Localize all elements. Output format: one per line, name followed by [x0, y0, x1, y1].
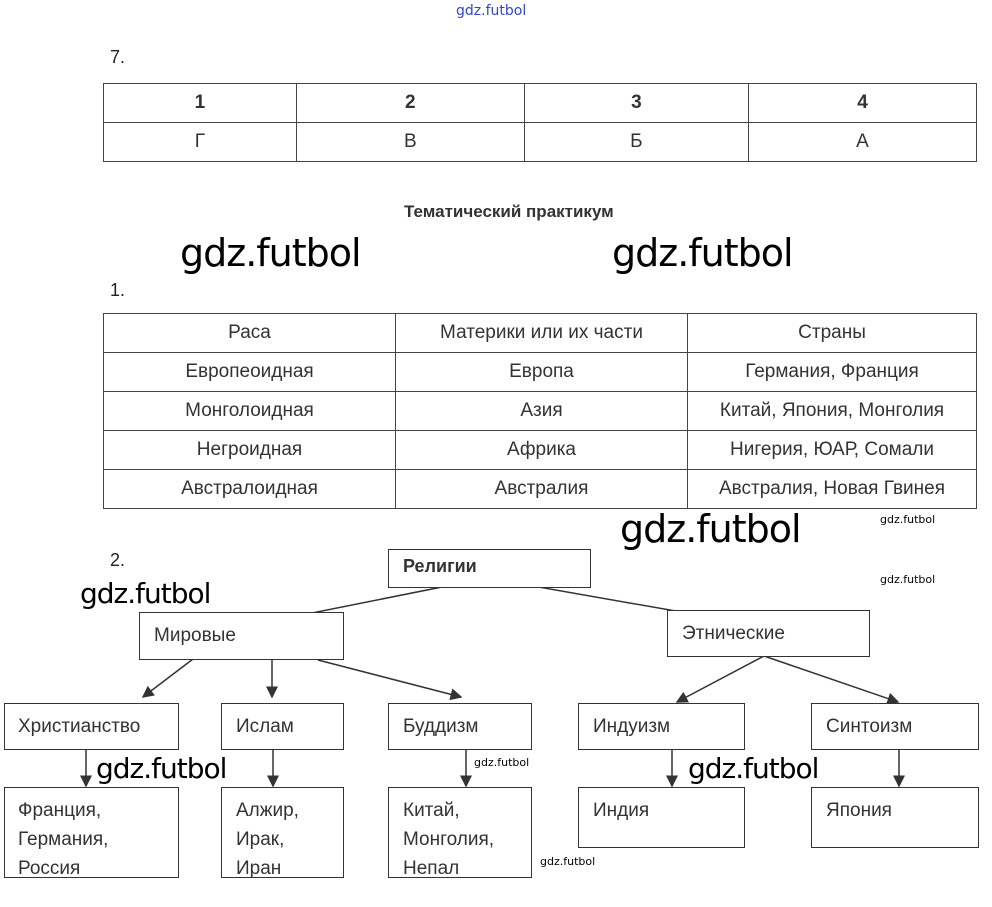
task-1-number: 1.	[110, 280, 126, 300]
node-hinduism: Индуизм	[578, 703, 745, 750]
table-cell: Австралоидная	[103, 469, 396, 509]
watermark: gdz.futbol	[80, 577, 211, 610]
node-christianity-countries: Франция, Германия, Россия	[4, 787, 179, 879]
table-cell: Европеоидная	[103, 352, 396, 392]
node-ethnic-religions: Этнические	[667, 610, 870, 657]
node-islam-countries: Алжир, Ирак, Иран	[221, 787, 344, 879]
watermark: gdz.futbol	[96, 752, 227, 785]
country: Монголия,	[403, 829, 495, 850]
table-cell: Германия, Франция	[687, 352, 977, 392]
table-header: Раса	[103, 313, 396, 353]
task-7-number: 7.	[110, 47, 126, 67]
practicum-title: Тематический практикум	[404, 202, 614, 221]
node-world-religions: Мировые	[139, 612, 344, 660]
country: Алжир,	[236, 800, 299, 821]
country: Китай,	[403, 800, 460, 821]
node-shinto: Синтоизм	[811, 703, 979, 750]
table-cell: Азия	[395, 391, 688, 431]
node-hinduism-countries: Индия	[578, 787, 745, 848]
table-cell: А	[748, 122, 977, 162]
table-cell: Африка	[395, 430, 688, 470]
node-christianity: Христианство	[4, 703, 179, 750]
watermark: gdz.futbol	[474, 756, 530, 769]
node-religions: Религии	[388, 549, 591, 588]
task-2-number: 2.	[110, 550, 126, 570]
table-header: Страны	[687, 313, 977, 353]
country: Индия	[593, 800, 650, 821]
table-cell: Австралия, Новая Гвинея	[687, 469, 977, 509]
table-cell: Г	[103, 122, 297, 162]
table-cell: Монголоидная	[103, 391, 396, 431]
watermark: gdz.futbol	[880, 573, 936, 586]
node-islam: Ислам	[221, 703, 344, 750]
watermark: gdz.futbol	[180, 231, 362, 275]
table-header: Материки или их части	[395, 313, 688, 353]
country: Иран	[236, 858, 282, 879]
watermark: gdz.futbol	[620, 507, 802, 551]
table-cell: Европа	[395, 352, 688, 392]
node-buddhism-countries: Китай, Монголия, Непал	[388, 787, 532, 879]
country: Россия	[18, 858, 81, 879]
table-header: 2	[295, 83, 525, 123]
table-cell: Б	[523, 122, 750, 162]
country: Франция,	[18, 800, 102, 821]
country: Япония	[826, 800, 892, 821]
country: Германия,	[18, 829, 109, 850]
country: Ирак,	[236, 829, 285, 850]
task-7-table: 1 2 3 4 Г В Б А	[103, 83, 977, 162]
watermark: gdz.futbol	[688, 752, 819, 785]
table-cell: В	[295, 122, 525, 162]
table-cell: Нигерия, ЮАР, Сомали	[687, 430, 977, 470]
watermark: gdz.futbol	[880, 513, 936, 526]
watermark-top: gdz.futbol	[456, 3, 527, 19]
node-shinto-countries: Япония	[811, 787, 979, 848]
watermark: gdz.futbol	[612, 231, 794, 275]
table-row: Г В Б А	[103, 122, 977, 162]
watermark: gdz.futbol	[540, 855, 596, 868]
country: Непал	[403, 858, 460, 879]
races-table: Раса Материки или их части Страны Европе…	[103, 313, 977, 509]
table-row: Раса Материки или их части Страны	[103, 313, 977, 353]
node-buddhism: Буддизм	[388, 703, 532, 750]
